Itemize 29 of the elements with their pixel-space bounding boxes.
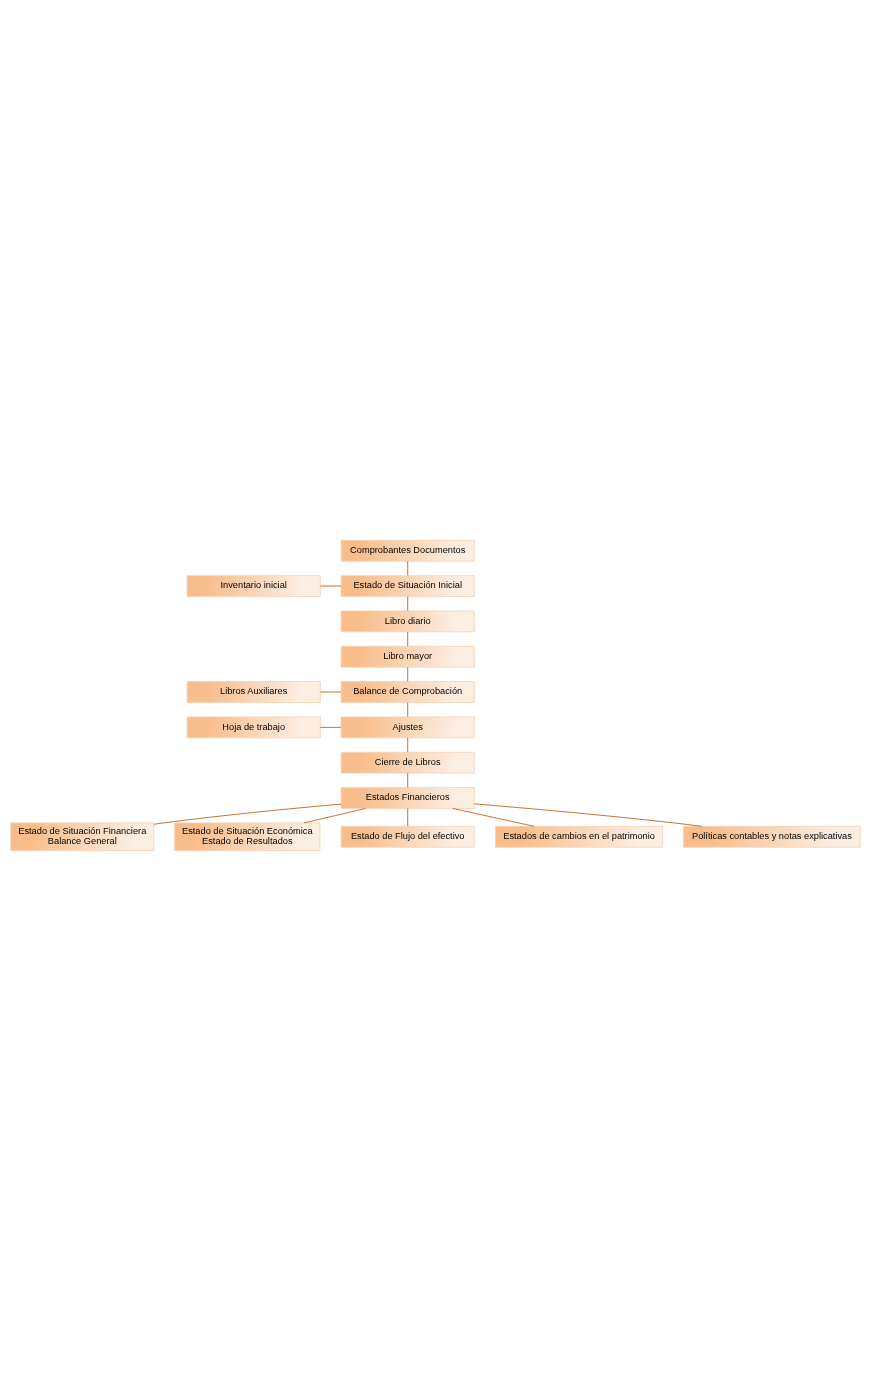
node-box: Estado de Flujo del efectivo [340,825,475,848]
node-box: Ajustes [340,716,475,739]
connector [407,666,409,682]
node-box: Cierre de Libros [340,751,475,774]
node-box: Estado de Situación Económica Estado de Resultados [174,822,321,852]
node-box: Estados Financieros [340,787,475,809]
node-box: Comprobantes Documentos [340,539,475,562]
connector [407,737,409,753]
node-box: Balance de Comprobación [340,681,475,703]
node-box: Libro mayor [340,645,475,668]
connector [473,803,703,827]
connector [407,772,409,788]
node-box: Estados de cambios en el patrimonio [495,825,664,848]
connector [319,726,342,728]
node-box: Inventario inicial [186,575,321,597]
connector [153,803,342,825]
connector [303,808,367,824]
connector [407,808,409,827]
node-box: Políticas contables y notas explicativas [683,825,861,848]
node-box: Estado de Situación Inicial [340,575,475,597]
connector [407,631,409,647]
connector [452,808,535,827]
node-box: Libro diario [340,610,475,633]
connector [407,560,409,576]
connector [407,702,409,718]
connector [407,596,409,612]
node-box: Libros Auxiliares [186,681,321,703]
node-box: Estado de Situación Financiera Balance General [10,822,155,852]
node-box: Hoja de trabajo [186,716,321,739]
